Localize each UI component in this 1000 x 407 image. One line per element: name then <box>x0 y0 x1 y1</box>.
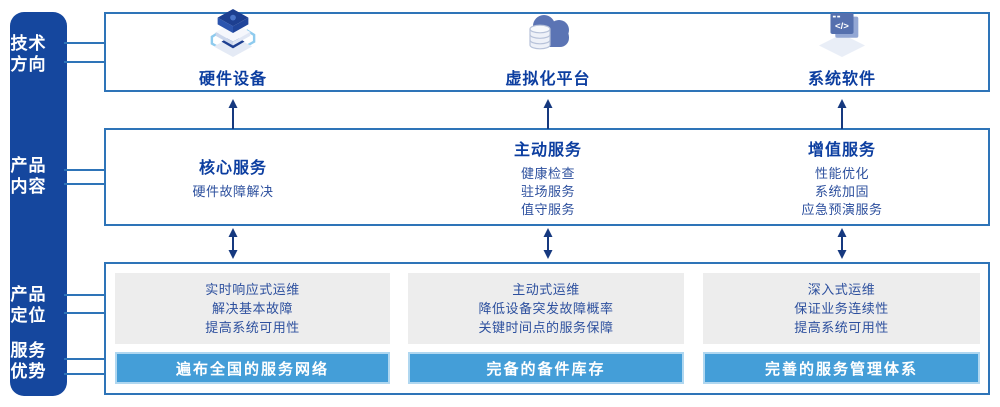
tech-item-hardware: 硬件设备 <box>123 9 343 89</box>
service-item: 硬件故障解决 <box>192 183 274 199</box>
tech-item-system-software: </> 系统软件 <box>732 12 952 89</box>
service-column-core: 核心服务 硬件故障解决 <box>103 130 363 224</box>
positioning-line: 保证业务连续性 <box>794 301 889 316</box>
advantage-banner-management-system: 完善的服务管理体系 <box>703 352 980 384</box>
sidebar-label-line: 方向 <box>10 55 47 74</box>
service-item: 性能优化 <box>814 165 869 181</box>
tech-item-label: 硬件设备 <box>198 71 267 88</box>
service-column-value-added: 增值服务 性能优化 系统加固 应急预演服务 <box>712 130 972 224</box>
sidebar-label-line: 优势 <box>10 362 47 381</box>
category-sidebar <box>10 12 67 396</box>
server-stack-icon <box>206 9 260 62</box>
positioning-line: 提高系统可用性 <box>205 320 300 335</box>
sidebar-label-line: 定位 <box>10 306 47 325</box>
product-content-frame <box>104 128 990 226</box>
positioning-line: 解决基本故障 <box>211 301 293 316</box>
sidebar-label-line: 服务 <box>10 341 47 360</box>
cloud-database-icon <box>520 11 576 62</box>
service-item: 值守服务 <box>520 201 575 217</box>
positioning-line: 主动式运维 <box>512 282 580 297</box>
positioning-line: 深入式运维 <box>807 282 876 297</box>
sidebar-label-line: 技术 <box>10 34 47 53</box>
service-item: 应急预演服务 <box>801 201 883 217</box>
advantage-banner-service-network: 遍布全国的服务网络 <box>115 352 390 384</box>
positioning-line: 提高系统可用性 <box>794 320 889 335</box>
sidebar-label-service-advantage: 服务 优势 <box>0 340 57 382</box>
connector-line <box>64 183 106 185</box>
connector-line <box>64 294 106 296</box>
service-item: 健康检查 <box>520 165 575 181</box>
up-arrow <box>836 99 848 134</box>
positioning-line: 关键时间点的服务保障 <box>478 320 614 335</box>
connector-line <box>64 61 106 63</box>
connector-line <box>64 42 106 44</box>
positioning-panel-realtime: 实时响应式运维 解决基本故障 提高系统可用性 <box>115 273 390 344</box>
positioning-panel-proactive: 主动式运维 降低设备突发故障概率 关键时间点的服务保障 <box>408 273 684 344</box>
svg-text:</>: </> <box>835 21 849 32</box>
connector-line <box>64 373 106 375</box>
tech-item-label: 系统软件 <box>807 71 876 88</box>
tech-item-label: 虚拟化平台 <box>505 71 591 88</box>
double-arrow <box>836 228 848 264</box>
code-window-icon: </> <box>815 9 869 62</box>
connector-line <box>64 358 106 360</box>
advantage-banner-spare-parts: 完备的备件库存 <box>408 352 684 384</box>
connector-line <box>64 169 106 171</box>
service-column-proactive: 主动服务 健康检查 驻场服务 值守服务 <box>418 130 678 224</box>
connector-line <box>64 312 106 314</box>
positioning-line: 实时响应式运维 <box>205 282 300 297</box>
sidebar-label-product-positioning: 产品 定位 <box>0 284 57 326</box>
service-column-header: 增值服务 <box>807 141 876 159</box>
double-arrow <box>542 228 554 264</box>
service-item: 系统加固 <box>814 183 869 199</box>
sidebar-label-line: 内容 <box>10 177 47 196</box>
sidebar-label-tech-direction: 技术 方向 <box>0 33 57 75</box>
sidebar-label-line: 产品 <box>10 285 47 304</box>
tech-item-virtualization: 虚拟化平台 <box>438 15 658 89</box>
service-column-header: 核心服务 <box>198 159 267 177</box>
positioning-panel-deep: 深入式运维 保证业务连续性 提高系统可用性 <box>703 273 980 344</box>
double-arrow <box>227 228 239 264</box>
sidebar-label-product-content: 产品 内容 <box>0 155 57 197</box>
service-column-header: 主动服务 <box>513 141 582 159</box>
positioning-line: 降低设备突发故障概率 <box>478 301 614 316</box>
up-arrow <box>227 99 239 134</box>
sidebar-label-line: 产品 <box>10 156 47 175</box>
service-item: 驻场服务 <box>520 183 575 199</box>
up-arrow <box>542 99 554 134</box>
